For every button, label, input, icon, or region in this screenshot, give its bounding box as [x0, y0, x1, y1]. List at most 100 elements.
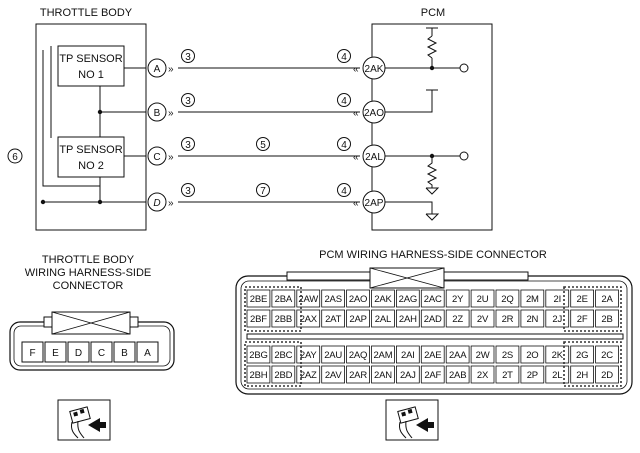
wire-row: B » « 2AO 3 4 [147, 93, 386, 124]
tb-connector-title-3: CONNECTOR [53, 280, 124, 292]
pcm-connector-pin: 2X [477, 370, 489, 381]
pcm-connector-cell [495, 345, 520, 364]
tb-pin-B-circle [147, 102, 167, 122]
pcm-connector-pin: 2R [502, 314, 514, 325]
pcm-connector-pin: 2Y [452, 294, 464, 305]
note-6-circle [7, 148, 23, 164]
tp-sensor-2-box [57, 136, 125, 178]
pcm-connector-pin: 2BH [250, 370, 268, 381]
pcm-connector-pin: 2AY [300, 350, 318, 361]
tb-pin-D: D [153, 198, 160, 209]
pcm-connector-cell [246, 289, 271, 308]
pcm-connector-cell [445, 309, 470, 328]
pcm-block-left-bottom [244, 341, 302, 387]
pcm-connector-pin: 2C [601, 350, 613, 361]
tb-connector-pin: D [75, 348, 82, 359]
note-4-circle-B [337, 93, 351, 107]
tb-pin-A: A [154, 64, 161, 75]
bus-B [99, 86, 146, 113]
pcm-connector-pin: 2AI [401, 350, 415, 361]
pcm-title: PCM [421, 7, 445, 19]
pcm-box [371, 23, 493, 231]
pcm-connector-cell [296, 289, 321, 308]
pcm-block-right-top [563, 286, 622, 332]
pcm-connector-cell [271, 309, 296, 328]
pcm-connector-pin: 2Z [452, 314, 463, 325]
pcm-connector-pin: 2AK [374, 294, 392, 305]
note-3-circle-A [181, 49, 195, 63]
pcm-pin-2AK-circle [362, 56, 386, 80]
tb-pin-C-circle [147, 146, 167, 166]
pcm-connector-pin: 2AB [449, 370, 466, 381]
pcm-input-2 [459, 151, 469, 161]
note-3-circle-C [181, 137, 195, 151]
connector-probe-icon [57, 399, 111, 441]
pcm-connector-pin: 2T [502, 370, 513, 381]
throttle-body-title: THROTTLE BODY [40, 7, 133, 19]
note-3-circle-D [181, 183, 195, 197]
pcm-connector-cell [395, 345, 420, 364]
connector-arrow-A-tb: » [168, 64, 174, 75]
pcm-connector-cell [321, 289, 346, 308]
tb-connector-cell [44, 341, 67, 363]
pcm-connector-pin: 2P [527, 370, 538, 381]
pcm-connector-cell [420, 289, 445, 308]
pcm-connector-cell [296, 345, 321, 364]
wire-row: C » « 2AL 3 5 4 [147, 137, 386, 168]
pcm-connector-cell [570, 345, 595, 364]
pcm-connector-pin: 2AV [325, 370, 343, 381]
pcm-connector-cell [271, 289, 296, 308]
tb-pin-B: B [154, 108, 161, 119]
pcm-connector-pin: 2S [502, 350, 513, 361]
note-3-A: 3 [185, 52, 191, 63]
pcm-connector-pin: 2AP [349, 314, 366, 325]
pcm-connector-pin: 2I [553, 294, 561, 305]
pcm-connector-pin: 2AG [399, 294, 417, 305]
tb-connector-pin: F [29, 348, 35, 359]
pcm-connector-pin: 2W [476, 350, 490, 361]
pcm-connector-pin: 2F [577, 314, 588, 325]
note-4-C: 4 [341, 140, 347, 151]
pcm-divider [246, 333, 624, 340]
note-3-C: 3 [185, 140, 191, 151]
note-5: 5 [260, 140, 266, 151]
pcm-connector-cell [470, 289, 495, 308]
pcm-connector-pin: 2BC [274, 350, 292, 361]
resistor-2 [426, 156, 438, 188]
note-3-circle-B [181, 93, 195, 107]
bus-D [99, 177, 146, 203]
pcm-connector-cell [271, 345, 296, 364]
pcm-connector-cell [395, 309, 420, 328]
connector-arrow-B-pcm: « [353, 108, 359, 119]
connector-arrow-D-pcm: « [353, 198, 359, 209]
tb-pin-A-circle [147, 58, 167, 78]
note-4-B: 4 [341, 96, 347, 107]
note-4-A: 4 [341, 52, 347, 63]
pcm-connector-cell [371, 309, 395, 328]
tp-sensor-1-label: TP SENSOR [59, 53, 122, 65]
pcm-connector-pin: 2D [601, 370, 613, 381]
pcm-connector-cell [346, 309, 370, 328]
throttle-body-box [35, 23, 147, 231]
pcm-connector-pin: 2Q [501, 294, 513, 305]
pcm-connector-cell [595, 289, 619, 308]
tb-connector-title-1: THROTTLE BODY [42, 254, 135, 266]
pcm-connector-cell [346, 365, 370, 384]
pcm-connector-pin: 2BB [275, 314, 292, 325]
pcm-connector-pin: 2N [526, 314, 538, 325]
pcm-connector-cell [445, 345, 470, 364]
pcm-pin-2AL-circle [362, 144, 386, 168]
wire-row: A » « 2AK 3 4 [147, 49, 386, 80]
connector-probe-icon [385, 399, 439, 441]
pcm-connector-cell [371, 365, 395, 384]
pcm-connector-cell [470, 309, 495, 328]
pcm-connector-pin: 2J [552, 314, 562, 325]
pcm-connector-cell [595, 365, 619, 384]
pcm-connector-cell [371, 345, 395, 364]
pcm-connector-cell [346, 289, 370, 308]
pcm-connector-cell [520, 365, 545, 384]
pcm-connector-pin: 2AH [399, 314, 417, 325]
pcm-connector-pin: 2H [576, 370, 588, 381]
